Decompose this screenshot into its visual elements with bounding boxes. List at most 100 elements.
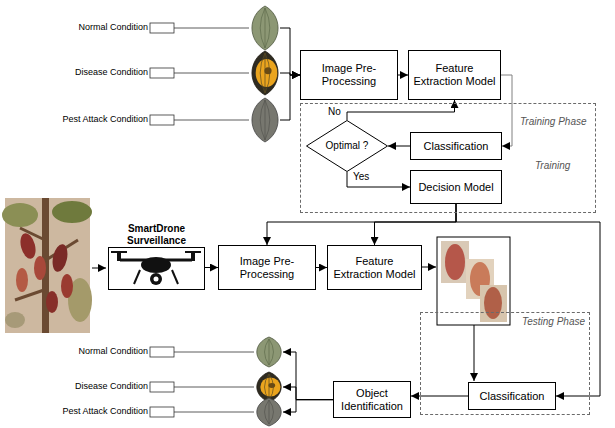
cacao-pod-node: Pest Attack Condition — [255, 398, 283, 426]
condition-label: Normal Condition — [78, 347, 148, 357]
pod-ridge — [260, 53, 265, 93]
cacao-tree-photo — [46, 291, 58, 313]
box-label: Decision Model — [418, 181, 493, 194]
drone-heading: SmartDrone Surveillance — [109, 223, 204, 246]
flow-connector — [283, 352, 333, 400]
flow-connector — [501, 75, 512, 146]
phase-label: Training — [535, 160, 570, 171]
pod-ridge — [269, 339, 270, 365]
cacao-tree-photo — [5, 312, 25, 328]
label-leader — [174, 387, 254, 388]
process-box: Object Identification — [333, 381, 411, 418]
box-label: Classification — [480, 390, 545, 403]
label-leader — [174, 412, 254, 413]
cacao-tree-photo — [18, 232, 38, 261]
pod-ridge — [260, 100, 265, 140]
pod-illustration — [255, 398, 283, 426]
label-leader — [150, 23, 174, 33]
box-label: Feature Extraction Model — [331, 255, 418, 280]
drone-icon — [111, 251, 127, 253]
cacao-tree-photo — [52, 201, 92, 223]
cacao-tree-photo — [2, 203, 38, 227]
condition-label: Pest Attack Condition — [62, 407, 148, 417]
cacao-tree-photo — [15, 228, 78, 300]
process-box: Feature Extraction Model — [408, 50, 501, 100]
pod-ridge — [265, 8, 266, 48]
disease-patch — [256, 59, 278, 87]
cacao-tree-photo — [50, 243, 70, 273]
cacao-pod — [252, 51, 278, 95]
drone-icon — [150, 273, 162, 285]
drone-icon — [134, 270, 140, 284]
box-label: Classification — [424, 140, 489, 153]
flow-connector — [456, 204, 600, 396]
phase-label: Testing Phase — [522, 316, 585, 327]
disease-patch — [268, 383, 275, 388]
condition-label: Disease Condition — [75, 68, 148, 78]
decision-diamond — [307, 121, 388, 172]
detected-pods-image — [484, 287, 502, 319]
pod-illustration — [255, 337, 283, 367]
cacao-pod-node: Disease Condition — [255, 372, 283, 402]
pod-ridge — [265, 100, 270, 140]
pod-illustration — [250, 98, 280, 142]
pod-ridge — [269, 400, 273, 424]
flow-connector — [388, 146, 410, 147]
decision-diamond: Optimal ? — [306, 120, 388, 172]
box-label: Image Pre-Processing — [222, 255, 312, 280]
box-label: Object Identification — [337, 387, 407, 412]
label-leader — [174, 73, 249, 74]
drone-box: SmartDrone Surveillance — [108, 247, 205, 290]
pod-ridge — [265, 53, 266, 93]
phase-region: Training PhaseTraining Classification Opti… — [300, 103, 596, 213]
flow-connector — [347, 172, 410, 187]
pod-ridge — [265, 8, 270, 48]
drone-icon — [185, 251, 201, 253]
label-leader — [150, 407, 174, 417]
cacao-pod-node: Normal Condition — [255, 337, 283, 367]
flow-connector — [375, 204, 457, 245]
label-leader — [150, 23, 254, 417]
drone-icon — [117, 252, 121, 261]
process-box: Image Pre-Processing — [300, 50, 398, 100]
cacao-pod — [257, 398, 281, 426]
cacao-pod-node: Normal Condition — [250, 6, 280, 50]
flow-connector — [280, 75, 300, 120]
cacao-tree-photo — [16, 268, 28, 292]
pod-ridge — [265, 374, 269, 400]
disease-patch — [260, 377, 280, 396]
cacao-pod-node: Pest Attack Condition — [250, 98, 280, 142]
pod-ridge — [265, 400, 269, 424]
cacao-pod-node: Disease Condition — [250, 51, 280, 95]
label-leader — [150, 347, 174, 357]
process-box: Decision Model — [410, 170, 502, 204]
label-leader — [174, 352, 254, 353]
cacao-pod — [257, 337, 281, 367]
pod-illustration — [250, 6, 280, 50]
cacao-tree-photo — [2, 198, 92, 333]
condition-label: Disease Condition — [75, 382, 148, 392]
edge-label: No — [327, 106, 342, 117]
cacao-pod — [252, 6, 278, 50]
pod-ridge — [269, 339, 273, 365]
box-label: Image Pre-Processing — [304, 62, 394, 87]
flow-connector — [398, 75, 408, 76]
phase-label: Training Phase — [520, 116, 587, 127]
drone-icon — [141, 257, 171, 273]
box-label: Feature Extraction Model — [412, 62, 497, 87]
label-leader — [174, 28, 249, 29]
process-box: Feature Extraction Model — [327, 245, 422, 290]
cacao-tree-photo — [61, 274, 73, 298]
drone-icon — [111, 252, 201, 285]
pod-ridge — [269, 400, 270, 424]
edge-label: Yes — [352, 171, 370, 182]
condition-label: Normal Condition — [78, 23, 148, 33]
pod-ridge — [265, 339, 269, 365]
flow-arrow — [92, 268, 106, 269]
detected-pods-image — [445, 244, 465, 280]
phase-region: Testing PhaseClassification — [420, 312, 590, 415]
label-leader — [150, 68, 174, 78]
drone-icon — [154, 277, 159, 282]
process-box: Classification — [410, 132, 502, 160]
